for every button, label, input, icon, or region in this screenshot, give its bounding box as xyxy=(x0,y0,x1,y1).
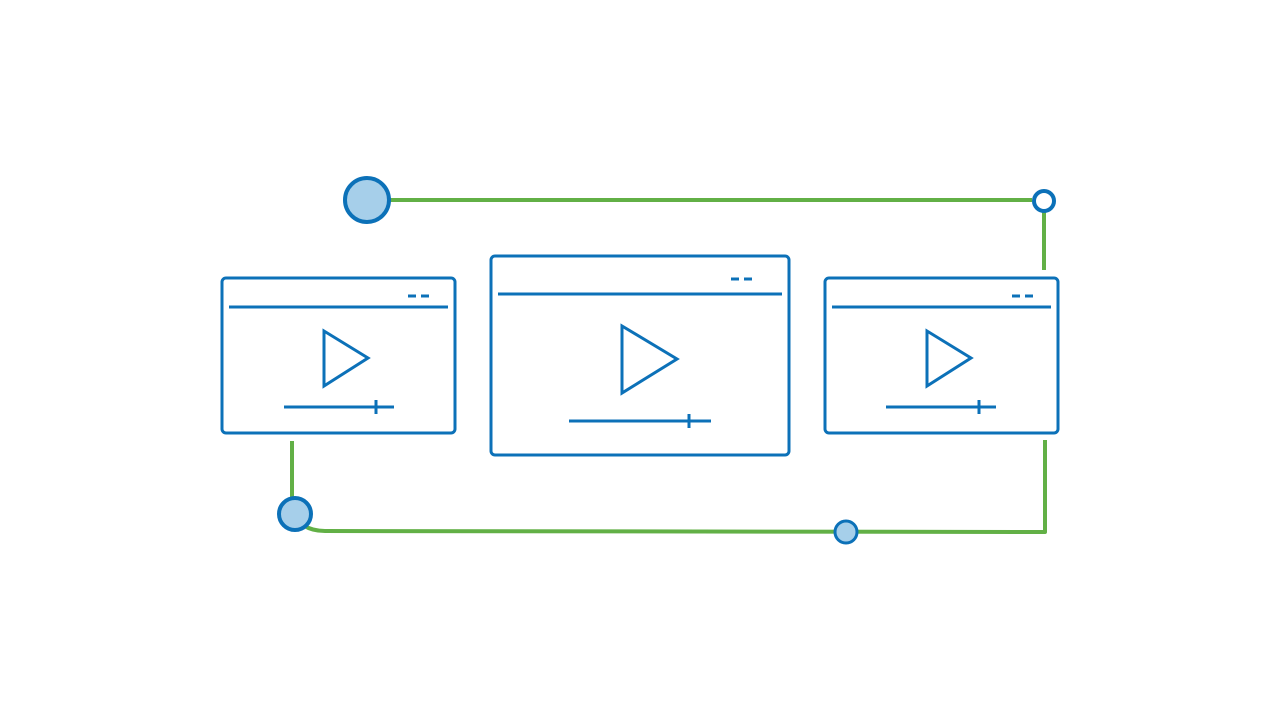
video-window-center xyxy=(489,254,791,457)
video-window-left xyxy=(220,276,457,435)
progress-bar xyxy=(569,414,711,428)
node-bottom-left xyxy=(277,496,313,532)
window-frame xyxy=(220,276,457,435)
window-frame xyxy=(823,276,1060,435)
play-icon xyxy=(322,328,371,389)
node-top-left xyxy=(343,176,391,224)
connector-nodes xyxy=(277,176,1056,545)
play-icon xyxy=(925,328,974,389)
window-frame xyxy=(489,254,791,457)
video-windows xyxy=(220,254,1060,457)
node-bottom-middle xyxy=(833,519,859,545)
video-window-right xyxy=(823,276,1060,435)
progress-bar xyxy=(886,400,996,414)
progress-bar xyxy=(284,400,394,414)
node-top-right xyxy=(1032,189,1056,213)
play-icon xyxy=(620,323,680,396)
